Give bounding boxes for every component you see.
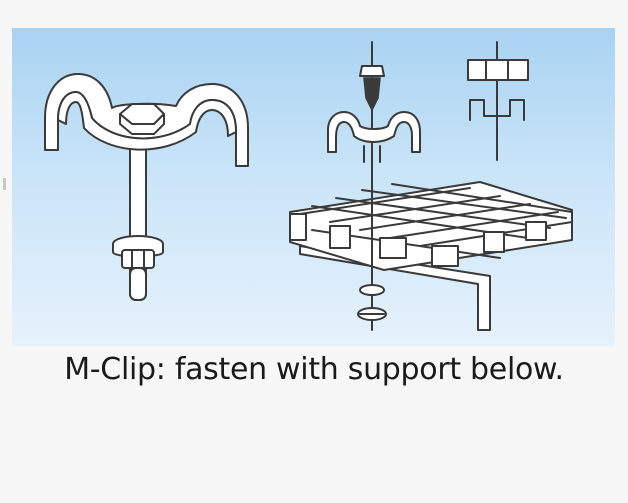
clip-profile-view: [467, 41, 529, 161]
edge-mark: [3, 178, 6, 190]
m-clip-large: [44, 73, 249, 301]
profile-clip: [469, 99, 525, 121]
washer-upper: [359, 284, 385, 296]
grating-bar-ends: [289, 213, 547, 267]
lower-nut: [121, 249, 155, 269]
grating-assembly: [289, 175, 573, 331]
screw-thread: [363, 77, 381, 112]
screw-head: [359, 65, 385, 77]
m-clip-top-plate: [57, 91, 237, 151]
profile-nut: [467, 59, 529, 81]
m-clip-small: [327, 41, 421, 179]
diagram-caption: M-Clip: fasten with support below.: [64, 352, 564, 387]
small-clip-body: [327, 111, 421, 153]
